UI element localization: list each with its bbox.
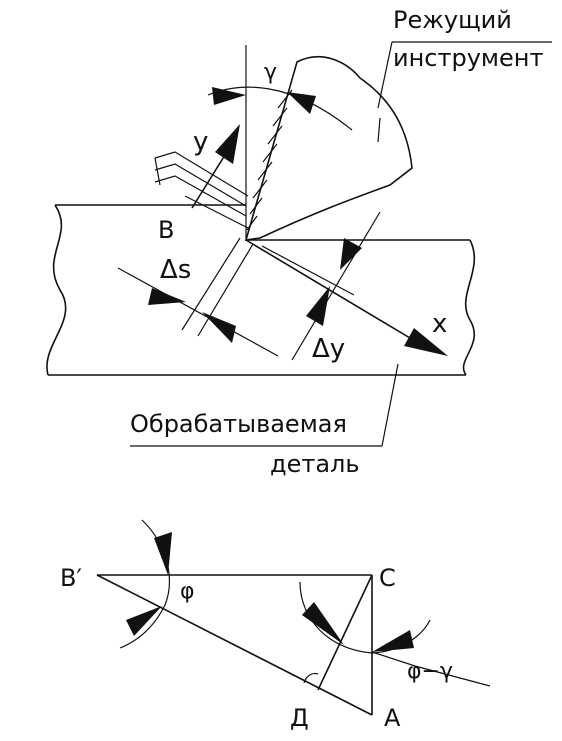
chip-layers	[154, 151, 249, 229]
part-label: Обрабатываемая деталь	[130, 363, 399, 478]
phi-minus-gamma-marker: φ−γ	[299, 581, 491, 687]
side-B-A	[96, 574, 373, 716]
triangle	[96, 574, 373, 716]
delta-y-marker: Δy	[261, 211, 381, 364]
right-angle-mark-D	[303, 672, 319, 684]
part-label-line1: Обрабатываемая	[130, 410, 347, 438]
workpiece-left-break	[46, 204, 67, 376]
point-A-label: A	[384, 704, 401, 732]
y-axis-label: y	[193, 127, 208, 157]
x-axis-label: x	[432, 309, 447, 339]
tool-label: Режущий инструмент	[377, 6, 552, 109]
point-B-label: B	[158, 216, 174, 244]
tool-hatching	[246, 89, 293, 231]
x-axis: x	[245, 239, 448, 356]
gamma-angle-marker: γ	[207, 60, 353, 131]
tool-label-line1: Режущий	[393, 6, 512, 34]
point-B-prime-label: B′	[60, 564, 82, 592]
tool-notch	[377, 117, 381, 143]
cutting-tool	[244, 56, 413, 241]
phi-label: φ	[180, 579, 195, 604]
workpiece	[46, 204, 476, 376]
tool-outline	[244, 56, 413, 241]
delta-s-label: Δs	[160, 255, 191, 285]
segment-C-D	[317, 574, 373, 691]
delta-y-label: Δy	[312, 334, 345, 364]
phi-angle-marker: φ	[119, 519, 195, 649]
point-C-label: C	[379, 564, 396, 592]
workpiece-right-break	[462, 239, 476, 376]
delta-s-marker: Δs	[117, 237, 279, 357]
point-D-label: Д	[290, 704, 309, 732]
y-axis: y	[191, 124, 240, 209]
phi-minus-gamma-label: φ−γ	[407, 659, 453, 684]
part-label-line2: деталь	[270, 450, 360, 478]
gamma-label: γ	[264, 60, 277, 85]
tool-label-line2: инструмент	[393, 44, 543, 72]
